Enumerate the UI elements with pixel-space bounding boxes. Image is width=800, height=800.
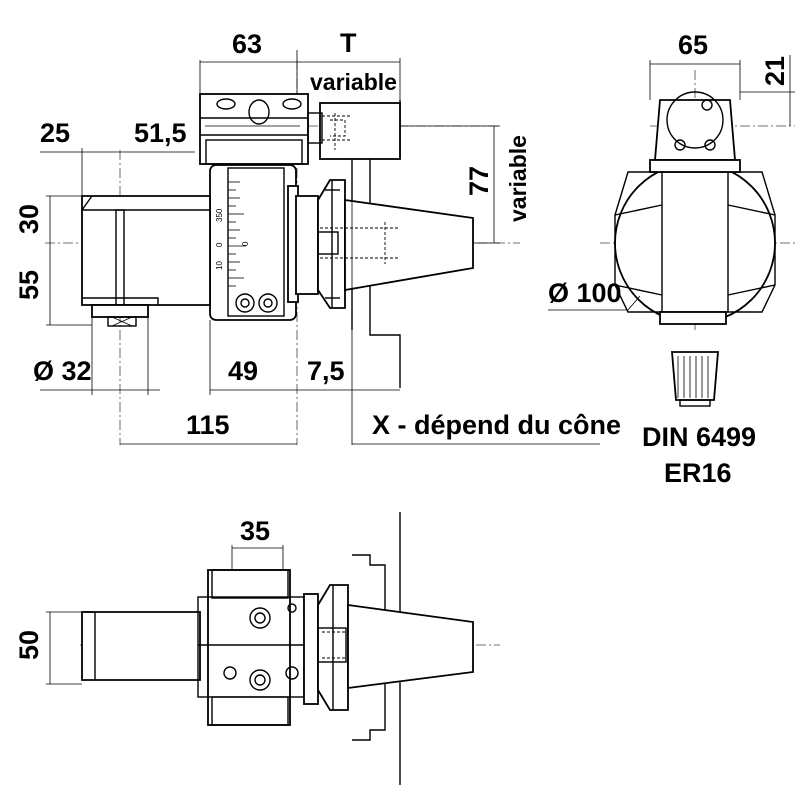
collet-size: ER16 — [664, 458, 732, 488]
side-view — [600, 70, 795, 407]
dim-21: 21 — [760, 56, 790, 86]
scale-label: 0 — [215, 242, 224, 247]
dim-35: 35 — [240, 516, 270, 546]
collet-icon — [671, 351, 719, 407]
dim-dia-100: Ø 100 — [548, 278, 622, 308]
dim-55: 55 — [14, 270, 44, 300]
dim-50: 50 — [14, 630, 44, 660]
dim-t-variable: variable — [310, 69, 397, 95]
dim-49: 49 — [228, 356, 258, 386]
dim-51-5: 51,5 — [134, 118, 187, 148]
scale-label: 10 — [215, 261, 224, 270]
bottom-dimensions: 35 50 — [14, 516, 284, 685]
side-dimensions: 65 21 Ø 100 DIN 6499 ER16 — [548, 30, 795, 488]
dim-63: 63 — [232, 29, 262, 59]
front-dimensions: 63 T variable 25 51,5 30 55 77 variable … — [14, 28, 621, 445]
dim-t: T — [340, 28, 357, 58]
dim-x: X - dépend du cône — [372, 410, 621, 440]
dim-65: 65 — [678, 30, 708, 60]
top-view — [80, 512, 500, 785]
dim-115: 115 — [186, 410, 230, 440]
dim-77-variable: variable — [505, 135, 531, 222]
front-view: 350 0 10 0 — [45, 60, 520, 445]
dim-25: 25 — [40, 118, 70, 148]
dim-dia-32: Ø 32 — [33, 356, 92, 386]
scale-label: 0 — [241, 241, 250, 246]
scale-label: 350 — [215, 208, 224, 222]
collet-standard: DIN 6499 — [642, 422, 756, 452]
dim-30: 30 — [14, 204, 44, 234]
scale-graduation: 350 0 10 0 — [215, 181, 250, 287]
dim-77: 77 — [464, 166, 494, 196]
dim-7-5: 7,5 — [307, 356, 345, 386]
